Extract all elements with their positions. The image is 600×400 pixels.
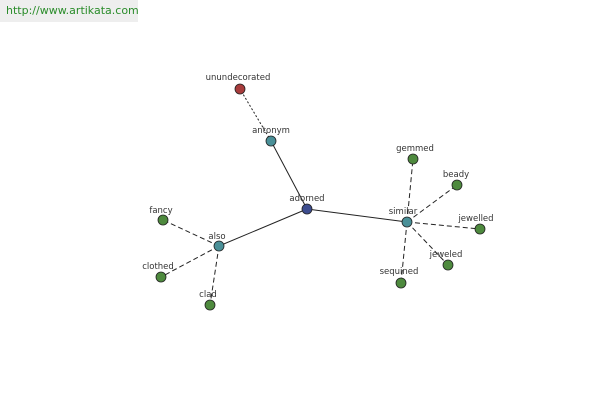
node-jewelled[interactable] (474, 223, 486, 235)
edge-similar-sequined (400, 221, 408, 284)
node-jeweled[interactable] (442, 259, 454, 271)
node-adorned[interactable] (301, 203, 313, 215)
node-gemmed[interactable] (407, 153, 419, 165)
edge-similar-beady (406, 184, 458, 223)
node-clothed[interactable] (155, 271, 167, 283)
edge-adorned-similar (306, 208, 408, 223)
node-label-jeweled: jeweled (429, 250, 463, 260)
node-antonym[interactable] (265, 135, 277, 147)
node-label-antonym: antonym (252, 126, 290, 136)
edge-similar-jeweled (406, 221, 449, 266)
source-link[interactable]: http://www.artikata.com (6, 4, 139, 17)
node-beady[interactable] (451, 179, 463, 191)
edge-similar-jewelled (406, 221, 481, 230)
node-label-unundecorated: unundecorated (206, 73, 271, 83)
node-label-fancy: fancy (149, 206, 172, 216)
edge-similar-gemmed (406, 158, 414, 223)
node-label-clad: clad (199, 290, 217, 300)
edge-adorned-also (218, 208, 308, 247)
node-label-clothed: clothed (142, 262, 174, 272)
node-label-gemmed: gemmed (396, 144, 434, 154)
node-label-jewelled: jewelled (457, 214, 493, 224)
edge-also-clad (209, 245, 220, 306)
node-also[interactable] (213, 240, 225, 252)
graph-labels: adorned antonym unundecorated similar also ge… (142, 73, 493, 300)
node-clad[interactable] (204, 299, 216, 311)
node-label-adorned: adorned (289, 194, 324, 204)
node-label-similar: similar (389, 207, 418, 217)
node-label-also: also (208, 232, 225, 242)
edge-also-fancy (162, 219, 220, 247)
source-bar: http://www.artikata.com (0, 0, 139, 22)
node-sequined[interactable] (395, 277, 407, 289)
graph-edges (160, 88, 481, 306)
graph-nodes (155, 83, 486, 311)
node-unundecorated[interactable] (234, 83, 246, 95)
node-similar[interactable] (401, 216, 413, 228)
edge-also-clothed (160, 245, 220, 278)
node-fancy[interactable] (157, 214, 169, 226)
node-label-sequined: sequined (380, 267, 419, 277)
node-label-beady: beady (443, 170, 469, 180)
edge-adorned-antonym (270, 140, 308, 210)
